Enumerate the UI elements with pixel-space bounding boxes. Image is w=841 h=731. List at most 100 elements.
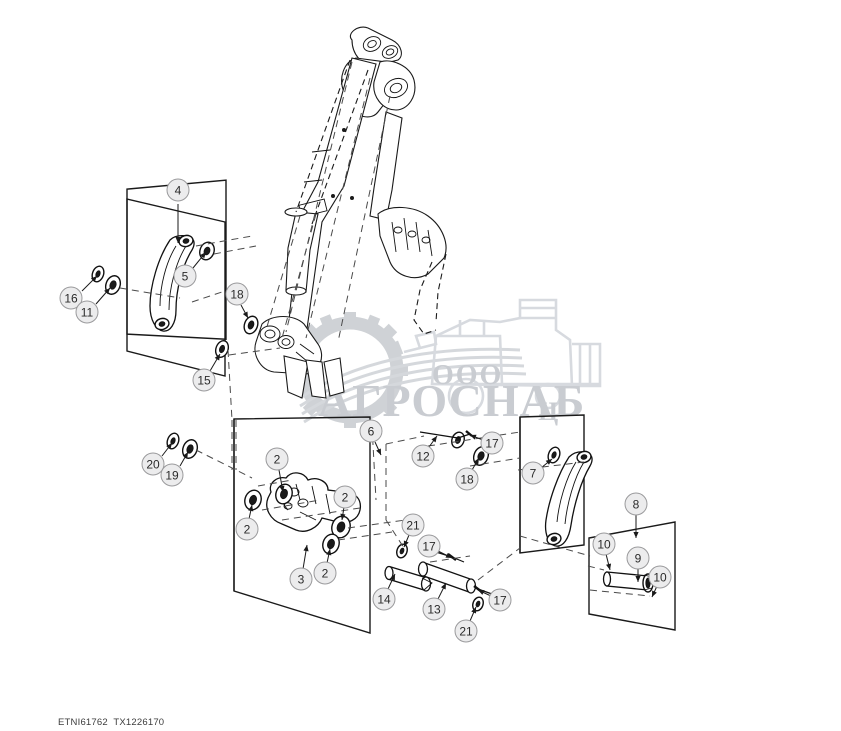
callout-21[interactable]: 21 [454,606,478,643]
callout-2[interactable]: 2 [235,504,259,541]
callout-bubble[interactable] [592,532,616,556]
callout-bubble[interactable] [289,567,313,591]
pin-13 [417,561,477,594]
callout-9[interactable]: 9 [626,546,650,582]
callout-number: 21 [406,519,420,533]
callout-bubble[interactable] [265,447,289,471]
callout-13[interactable]: 13 [422,582,447,621]
callout-number: 8 [633,498,640,512]
callout-number: 14 [377,593,391,607]
callout-bubble[interactable] [141,452,165,476]
callout-arrowhead [431,436,437,443]
washer-18a [243,315,259,335]
callout-bubble[interactable] [624,492,648,516]
washer-20 [166,432,180,450]
callout-bubble[interactable] [359,419,383,443]
callout-bubble[interactable] [454,619,478,643]
bushing-2-bottom [322,533,340,555]
callout-4[interactable]: 4 [166,178,190,243]
callout-arrowhead [104,288,110,295]
callout-arrowhead [326,549,332,556]
callout-bubble[interactable] [166,178,190,202]
callout-arrowhead [303,545,309,552]
callout-bubble[interactable] [173,264,197,288]
callout-number: 12 [416,450,430,464]
callout-2[interactable]: 2 [313,548,337,585]
callout-bubble[interactable] [648,565,672,589]
callout-bubble[interactable] [192,368,216,392]
callout-bubble[interactable] [59,286,83,310]
callout-21[interactable]: 21 [401,513,425,548]
part-box-6-frame [233,416,371,634]
callout-arrowhead [390,574,395,581]
part-box-8-frame [588,521,676,631]
callout-number: 7 [530,467,537,481]
callout-bubble[interactable] [521,461,545,485]
callout-bubble[interactable] [225,282,249,306]
callout-arrowhead [470,434,477,440]
callout-12[interactable]: 12 [411,435,438,468]
bushing-19 [181,439,199,459]
washer-16 [91,265,105,283]
callout-number: 3 [298,573,305,587]
callout-2[interactable]: 2 [265,447,289,493]
callout-number: 2 [274,453,281,467]
callout-14[interactable]: 14 [372,573,396,611]
callout-6[interactable]: 6 [359,419,383,456]
callout-bubble[interactable] [626,546,650,570]
callout-bubble[interactable] [422,597,446,621]
callout-11[interactable]: 11 [75,287,111,324]
watermark-stray-glyph: Ц [538,397,558,426]
callout-number: 2 [342,491,349,505]
callout-bubble[interactable] [333,485,357,509]
callout-7[interactable]: 7 [521,458,553,485]
callout-arrowhead [652,590,657,597]
pin-9 [602,571,654,593]
callout-bubble[interactable] [480,431,504,455]
callout-17[interactable]: 17 [417,534,453,559]
callout-number: 11 [81,306,94,320]
callout-arrowhead [182,452,188,459]
callout-arrowhead [473,458,479,465]
callout-bubble[interactable] [401,513,425,537]
callout-arrowhead [440,583,446,590]
callout-arrowhead [471,607,477,614]
callout-17[interactable]: 17 [469,431,504,455]
callout-arrowhead [279,485,285,492]
callout-number: 2 [244,523,251,537]
washer-12 [451,431,465,449]
watermark-ooo: ООО [432,360,503,391]
callout-number: 4 [175,184,182,198]
callout-18[interactable]: 18 [455,457,480,491]
combine-harvester-icon [403,298,602,415]
callout-arrowhead [214,354,220,361]
callout-20[interactable]: 20 [141,442,173,476]
callout-3[interactable]: 3 [289,544,313,591]
callout-bubble[interactable] [235,517,259,541]
callout-bubble[interactable] [75,300,99,324]
callout-15[interactable]: 15 [192,353,221,392]
callout-19[interactable]: 19 [160,451,189,487]
callout-arrowhead [248,505,254,512]
callout-bubble[interactable] [455,467,479,491]
bushing-2-top [275,483,293,505]
callout-16[interactable]: 16 [59,275,98,310]
callout-arrowhead [545,459,552,465]
callout-bubble[interactable] [313,561,337,585]
callout-18[interactable]: 18 [225,282,249,319]
callout-17[interactable]: 17 [477,588,512,612]
callout-5[interactable]: 5 [173,251,207,288]
callout-bubble[interactable] [372,587,396,611]
callout-arrowhead [635,576,641,582]
callout-bubble[interactable] [160,463,184,487]
callout-bubble[interactable] [417,534,441,558]
callout-10[interactable]: 10 [648,565,672,598]
callout-arrowhead [376,448,381,455]
callout-arrowhead [606,563,612,570]
callout-10[interactable]: 10 [592,532,616,571]
callout-2[interactable]: 2 [333,485,357,521]
callout-bubble[interactable] [411,444,435,468]
callout-bubble[interactable] [488,588,512,612]
callout-arrowhead [90,276,97,283]
callout-8[interactable]: 8 [624,492,648,538]
